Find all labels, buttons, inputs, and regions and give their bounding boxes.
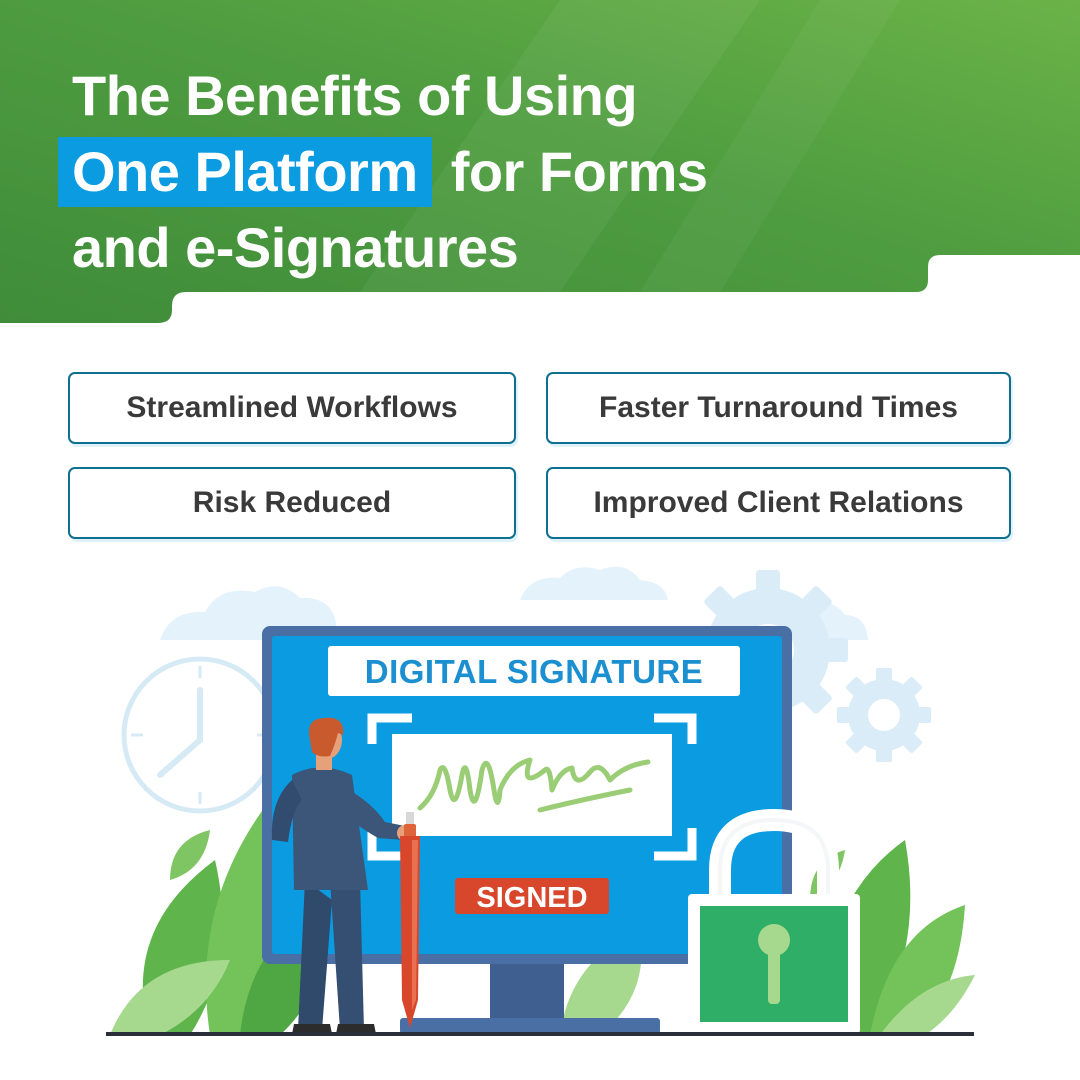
pen-icon xyxy=(400,812,420,1028)
signature-scribble xyxy=(417,757,651,813)
headline-line-3: and e-Signatures xyxy=(72,216,519,279)
screen-title: DIGITAL SIGNATURE xyxy=(365,653,704,690)
headline-line-2: One Platform for Forms xyxy=(58,134,708,210)
clock-icon xyxy=(121,656,279,814)
benefit-card-client-relations: Improved Client Relations xyxy=(546,467,1011,539)
signature-frame xyxy=(367,713,697,861)
headline-highlight: One Platform xyxy=(58,137,432,207)
headline: The Benefits of Using One Platform for F… xyxy=(58,58,708,286)
headline-line-1: The Benefits of Using xyxy=(72,64,638,127)
businessman xyxy=(271,717,413,1034)
padlock-icon xyxy=(688,808,860,1034)
benefit-card-risk-reduced: Risk Reduced xyxy=(68,467,516,539)
illustration: DIGITAL SIGNATURE SIGNED xyxy=(106,566,975,1036)
benefit-card-streamlined-workflows: Streamlined Workflows xyxy=(68,372,516,444)
signed-stamp: SIGNED xyxy=(476,882,587,914)
small-gear-icon xyxy=(837,668,931,762)
benefit-card-faster-turnaround: Faster Turnaround Times xyxy=(546,372,1011,444)
headline-line-2-rest: for Forms xyxy=(450,140,708,203)
header-band xyxy=(0,0,1080,323)
